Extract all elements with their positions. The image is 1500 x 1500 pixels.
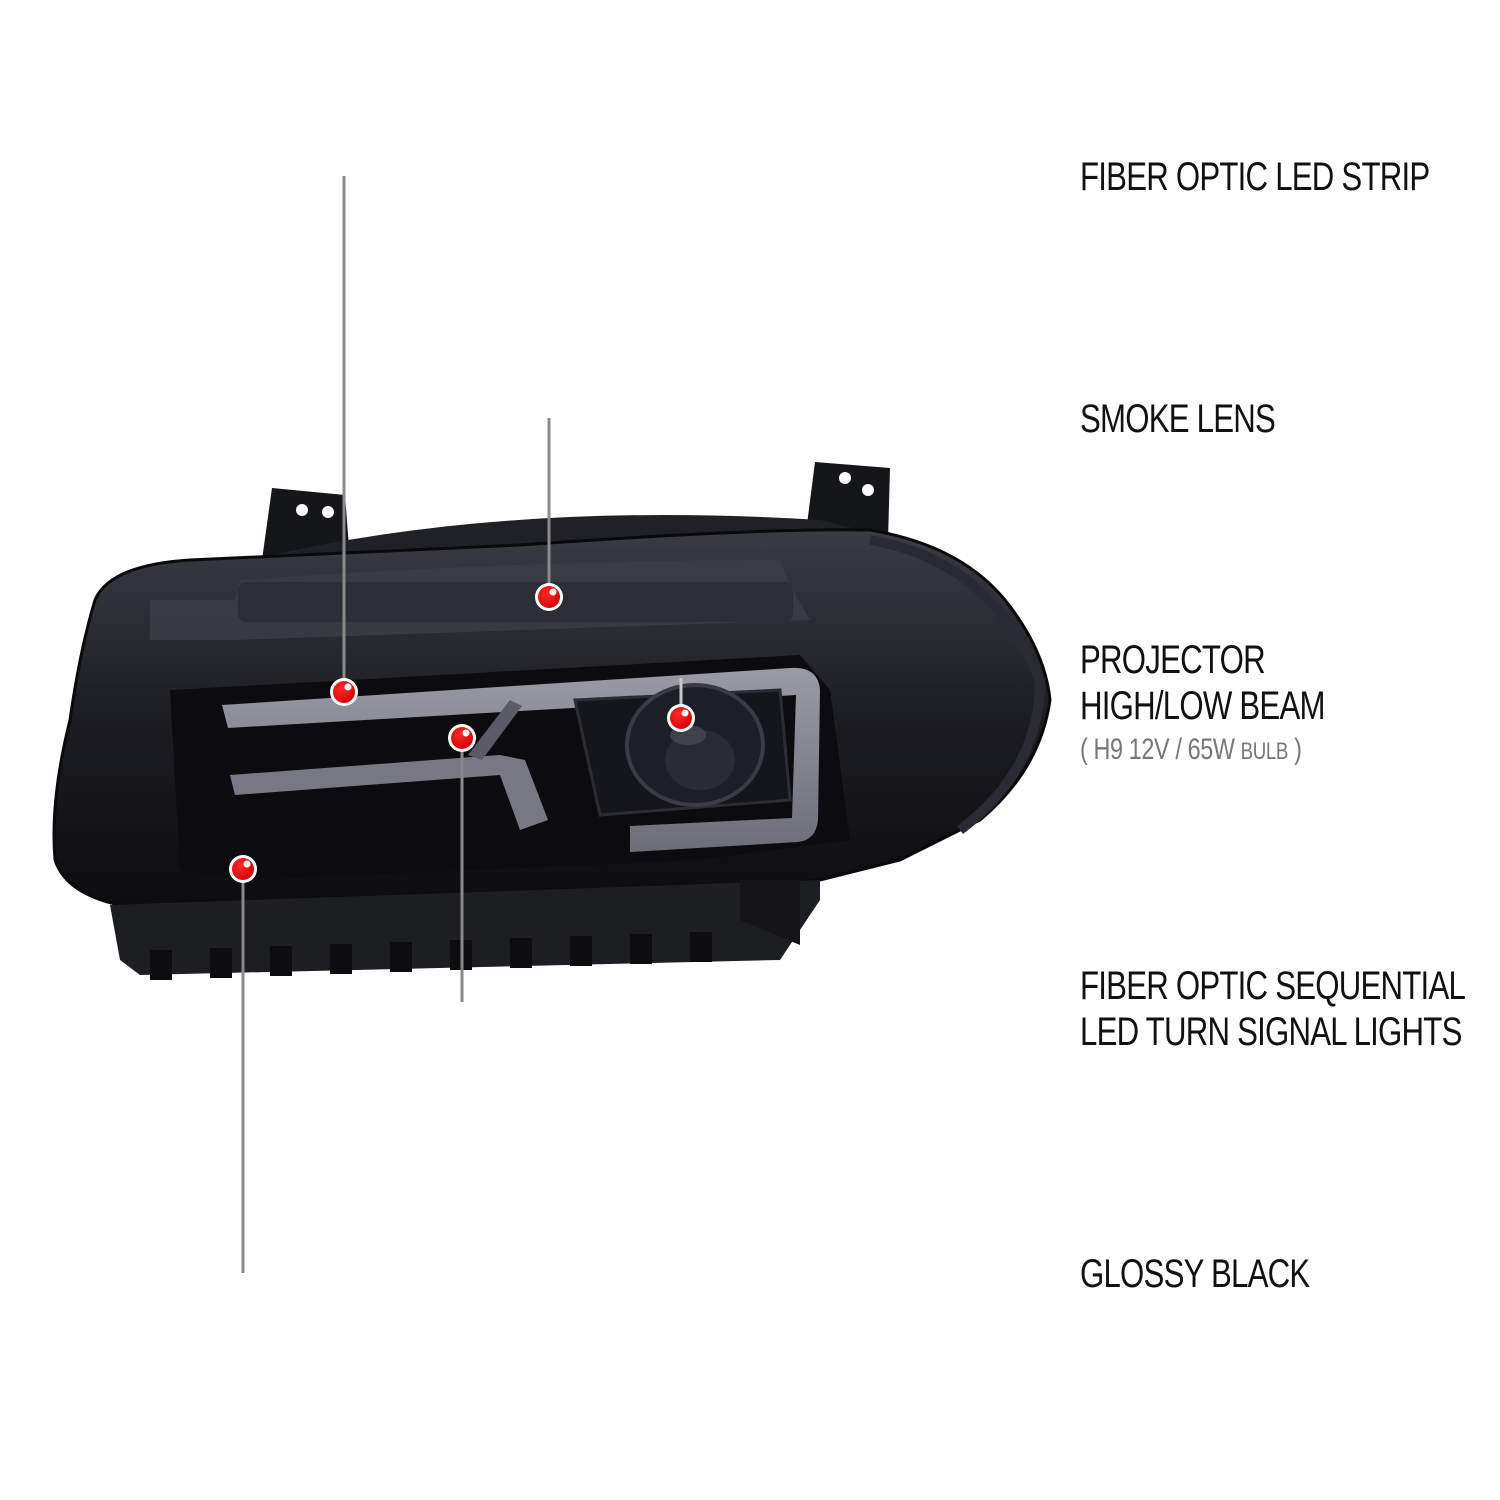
sequential-turn-strip	[230, 755, 548, 830]
bulb-spec: ( H9 12V / 65W BULB )	[1080, 733, 1302, 769]
label-glossy-black: GLOSSY BLACK	[1080, 1251, 1310, 1297]
label-line: FIBER OPTIC SEQUENTIAL	[1080, 964, 1466, 1008]
fiber-optic-drl	[222, 667, 820, 852]
marker-dot-icon	[229, 855, 257, 883]
label-projector: PROJECTOR HIGH/LOW BEAM	[1080, 637, 1325, 729]
paren-open: (	[1080, 733, 1088, 766]
mounting-tab-right	[805, 462, 890, 540]
marker-dot-icon	[535, 583, 563, 611]
label-sequential-turn-signal: FIBER OPTIC SEQUENTIAL LED TURN SIGNAL L…	[1080, 963, 1466, 1055]
label-line: SMOKE LENS	[1080, 397, 1276, 441]
label-line: FIBER OPTIC LED STRIP	[1080, 155, 1430, 199]
label-line: HIGH/LOW BEAM	[1080, 684, 1325, 728]
mounting-tab-left	[262, 488, 350, 560]
projector-lens	[573, 683, 792, 817]
leader-lines	[241, 174, 1062, 1275]
label-fiber-optic-led-strip: FIBER OPTIC LED STRIP	[1080, 154, 1430, 200]
label-line: PROJECTOR	[1080, 638, 1266, 682]
marker-dot-icon	[330, 678, 358, 706]
marker-dot-icon	[448, 724, 476, 752]
marker-dot-icon	[667, 704, 695, 732]
paren-close: )	[1294, 733, 1302, 766]
bulb-word: BULB	[1240, 738, 1289, 765]
label-line: GLOSSY BLACK	[1080, 1252, 1310, 1296]
label-line: LED TURN SIGNAL LIGHTS	[1080, 1010, 1462, 1054]
bulb-spec-value: H9 12V / 65W	[1093, 733, 1235, 766]
callout-markers	[229, 583, 695, 883]
label-smoke-lens: SMOKE LENS	[1080, 396, 1276, 442]
